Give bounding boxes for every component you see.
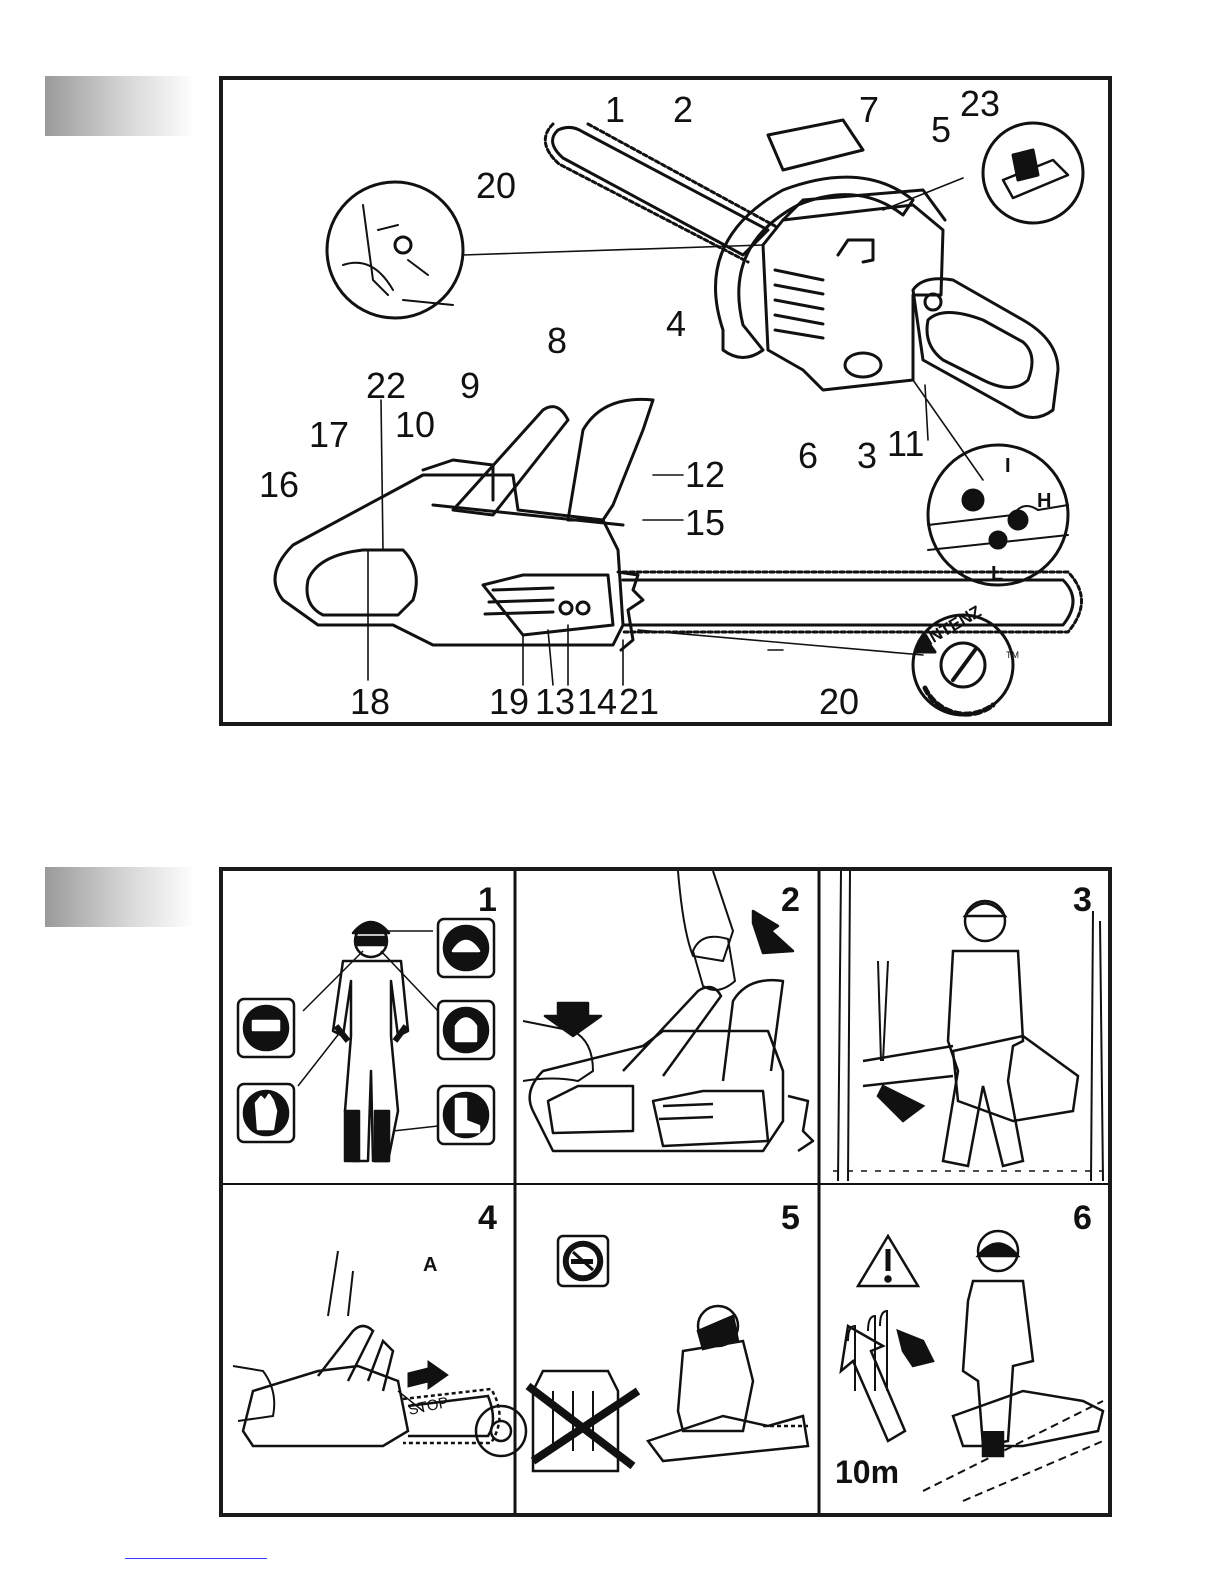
callout-12: 12 xyxy=(685,457,725,493)
cell-number-5: 5 xyxy=(781,1201,800,1235)
callout-15: 15 xyxy=(685,505,725,541)
upper-chain-brake xyxy=(768,120,863,170)
callout-16: 16 xyxy=(259,467,299,503)
boots-icon xyxy=(438,1086,494,1144)
callout-20-bottom: 20 xyxy=(819,684,859,720)
hard-hat-icon xyxy=(438,919,494,977)
cell-2-starting xyxy=(523,871,813,1151)
callout-5: 5 xyxy=(931,112,951,148)
lever-label-h: H xyxy=(1037,490,1051,512)
callout-19: 19 xyxy=(489,684,529,720)
cell-6-distance-label: 10m xyxy=(835,1454,899,1490)
callout-13: 13 xyxy=(535,684,575,720)
gloves-icon xyxy=(238,1084,294,1142)
callout-10: 10 xyxy=(395,407,435,443)
chainsaw-illustration: INTENZ TM I H L xyxy=(223,80,1108,722)
cell-5-refueling xyxy=(528,1236,808,1471)
callout-23: 23 xyxy=(960,86,1000,122)
lever-label-l: L xyxy=(991,563,1003,585)
lower-rear-handle-loop xyxy=(307,550,416,615)
callout-11: 11 xyxy=(887,426,924,462)
no-smoking-icon xyxy=(558,1236,608,1286)
callout-22: 22 xyxy=(366,368,406,404)
callout-4: 4 xyxy=(666,306,686,342)
goggles-icon xyxy=(238,999,294,1057)
distance-arrow-icon xyxy=(841,1326,905,1441)
section-tab-1 xyxy=(45,76,195,136)
cell-number-2: 2 xyxy=(781,883,800,917)
upper-guide-bar xyxy=(553,127,768,255)
ear-protection-icon xyxy=(438,1001,494,1059)
lever-label-i: I xyxy=(1005,455,1011,477)
lower-guide-bar xyxy=(623,580,1073,625)
upper-starter-grip xyxy=(845,353,881,377)
callout-3: 3 xyxy=(857,438,877,474)
push-down-arrow-icon xyxy=(545,1003,601,1036)
upper-front-handle xyxy=(716,177,914,357)
callout-20-top: 20 xyxy=(476,168,516,204)
cell-4-label-a: A xyxy=(423,1254,437,1276)
callout-1: 1 xyxy=(605,92,625,128)
cell-4-chain-brake xyxy=(233,1251,526,1456)
cell-number-1: 1 xyxy=(478,883,497,917)
upper-choke-lever xyxy=(838,240,873,262)
callout-6: 6 xyxy=(798,438,818,474)
warning-triangle-icon xyxy=(858,1236,918,1286)
upper-rear-handle xyxy=(913,279,1058,418)
footer-rule xyxy=(125,1558,267,1559)
trademark-label: TM xyxy=(1006,650,1019,660)
cell-1-protective-gear xyxy=(238,919,494,1161)
cell-number-6: 6 xyxy=(1073,1201,1092,1235)
cell-number-4: 4 xyxy=(478,1201,497,1235)
lower-chain-brake-handle xyxy=(568,399,653,520)
callout-8: 8 xyxy=(547,323,567,359)
callout-2: 2 xyxy=(673,92,693,128)
callout-9: 9 xyxy=(460,368,480,404)
figure-safety-panels: A STOP 10m 1 2 3 4 5 6 xyxy=(219,867,1112,1517)
upper-engine-housing xyxy=(763,205,943,390)
cell-3-carrying xyxy=(833,871,1103,1181)
cell-number-3: 3 xyxy=(1073,883,1092,917)
lower-sprocket-cover xyxy=(483,575,613,635)
callout-18: 18 xyxy=(350,684,390,720)
callout-21: 21 xyxy=(619,684,659,720)
section-tab-2 xyxy=(45,867,195,927)
callout-17: 17 xyxy=(309,417,349,453)
figure-chainsaw-parts: INTENZ TM I H L 1 2 7 23 5 20 4 8 22 9 1… xyxy=(219,76,1112,726)
callout-14: 14 xyxy=(577,684,617,720)
safety-illustrations: A STOP 10m xyxy=(223,871,1108,1513)
upper-chain xyxy=(545,124,775,262)
callout-7: 7 xyxy=(859,92,879,128)
